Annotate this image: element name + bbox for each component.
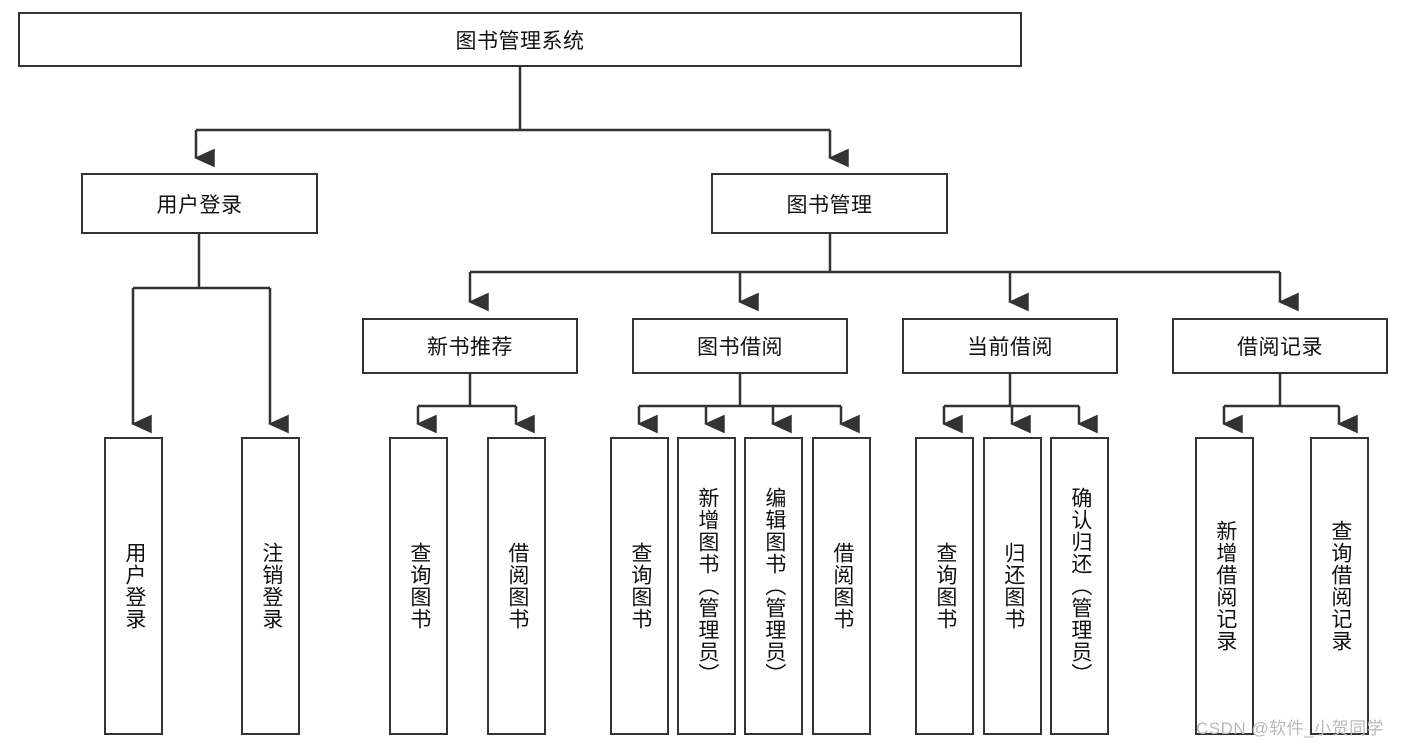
node-label: 用户登录 — [122, 542, 146, 630]
leaf-add-book-admin[interactable]: 新增图书（管理员） — [677, 437, 736, 735]
node-label: 新增图书（管理员） — [695, 487, 719, 685]
node-label: 确认归还（管理员） — [1068, 487, 1092, 685]
leaf-borrow-book-new[interactable]: 借阅图书 — [487, 437, 546, 735]
node-user-login[interactable]: 用户登录 — [81, 173, 318, 234]
node-label: 注销登录 — [259, 542, 283, 630]
leaf-user-login[interactable]: 用户登录 — [104, 437, 163, 735]
leaf-user-logout[interactable]: 注销登录 — [241, 437, 300, 735]
node-label: 图书管理系统 — [455, 29, 585, 53]
node-label: 查询图书 — [628, 542, 652, 630]
node-label: 图书管理 — [786, 193, 873, 217]
node-label: 归还图书 — [1001, 542, 1025, 630]
node-label: 查询图书 — [407, 542, 431, 630]
leaf-query-borrow-record[interactable]: 查询借阅记录 — [1310, 437, 1369, 735]
node-label: 新书推荐 — [427, 336, 513, 359]
leaf-query-book-borrow[interactable]: 查询图书 — [610, 437, 669, 735]
node-label: 查询图书 — [933, 542, 957, 630]
node-current-borrow[interactable]: 当前借阅 — [902, 318, 1118, 374]
node-new-book-recommendation[interactable]: 新书推荐 — [362, 318, 578, 374]
node-label: 用户登录 — [156, 193, 243, 217]
leaf-borrow-book[interactable]: 借阅图书 — [812, 437, 871, 735]
node-label: 借阅图书 — [830, 542, 854, 630]
node-label: 当前借阅 — [967, 336, 1053, 359]
node-book-borrow[interactable]: 图书借阅 — [632, 318, 848, 374]
leaf-confirm-return-admin[interactable]: 确认归还（管理员） — [1050, 437, 1109, 735]
leaf-query-book-current[interactable]: 查询图书 — [915, 437, 974, 735]
node-label: 图书借阅 — [697, 336, 783, 359]
node-label: 编辑图书（管理员） — [762, 487, 786, 685]
leaf-query-book-new[interactable]: 查询图书 — [389, 437, 448, 735]
node-book-management-system[interactable]: 图书管理系统 — [18, 12, 1022, 67]
node-borrow-record[interactable]: 借阅记录 — [1172, 318, 1388, 374]
csdn-watermark: CSDN @软件_小贺同学 — [1196, 719, 1385, 738]
node-label: 新增借阅记录 — [1213, 520, 1237, 652]
node-book-management[interactable]: 图书管理 — [711, 173, 948, 234]
node-label: 借阅记录 — [1237, 336, 1323, 359]
node-label: 借阅图书 — [505, 542, 529, 630]
leaf-edit-book-admin[interactable]: 编辑图书（管理员） — [744, 437, 803, 735]
node-label: 查询借阅记录 — [1328, 520, 1352, 652]
leaf-add-borrow-record[interactable]: 新增借阅记录 — [1195, 437, 1254, 735]
leaf-return-book[interactable]: 归还图书 — [983, 437, 1042, 735]
